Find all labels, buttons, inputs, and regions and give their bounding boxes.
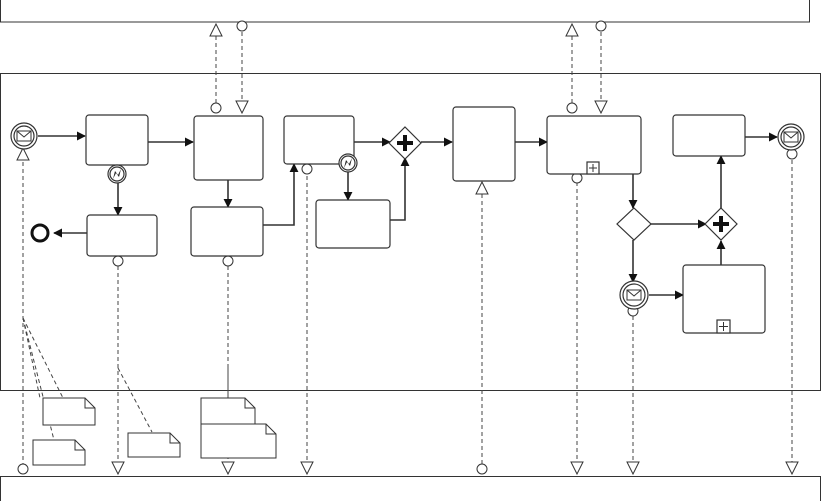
plus-icon [713, 216, 729, 232]
data-object [42, 397, 96, 426]
parallel-gateway [388, 126, 422, 160]
exclusive-gateway [616, 207, 652, 241]
tasks [85, 106, 766, 334]
error-boundary-event [338, 153, 358, 173]
sequence-flows [38, 131, 778, 300]
task[interactable] [85, 114, 149, 166]
data-object [200, 397, 256, 426]
message-flow-markers [16, 20, 799, 476]
task[interactable] [315, 199, 391, 249]
data-object [127, 432, 181, 458]
message-flows [22, 32, 793, 464]
parallel-gateway [704, 207, 738, 241]
end-event [30, 223, 50, 243]
task[interactable] [452, 106, 516, 182]
task[interactable] [190, 206, 264, 257]
data-object [32, 439, 86, 466]
message-start-event [10, 122, 38, 150]
top-pool [0, 0, 810, 23]
task[interactable] [193, 115, 264, 181]
plus-marker-icon [586, 161, 731, 334]
task[interactable] [283, 115, 355, 165]
bottom-pool [0, 476, 821, 501]
lightning-icon [113, 169, 121, 179]
associations [22, 317, 229, 441]
error-boundary-event [107, 164, 127, 184]
lightning-icon [344, 158, 352, 168]
data-objects [32, 397, 277, 466]
message-end-event [777, 123, 805, 151]
task[interactable] [86, 214, 158, 257]
task[interactable] [672, 114, 746, 157]
plus-icon [397, 135, 413, 151]
data-object [200, 423, 277, 459]
message-intermediate-event [619, 280, 649, 310]
